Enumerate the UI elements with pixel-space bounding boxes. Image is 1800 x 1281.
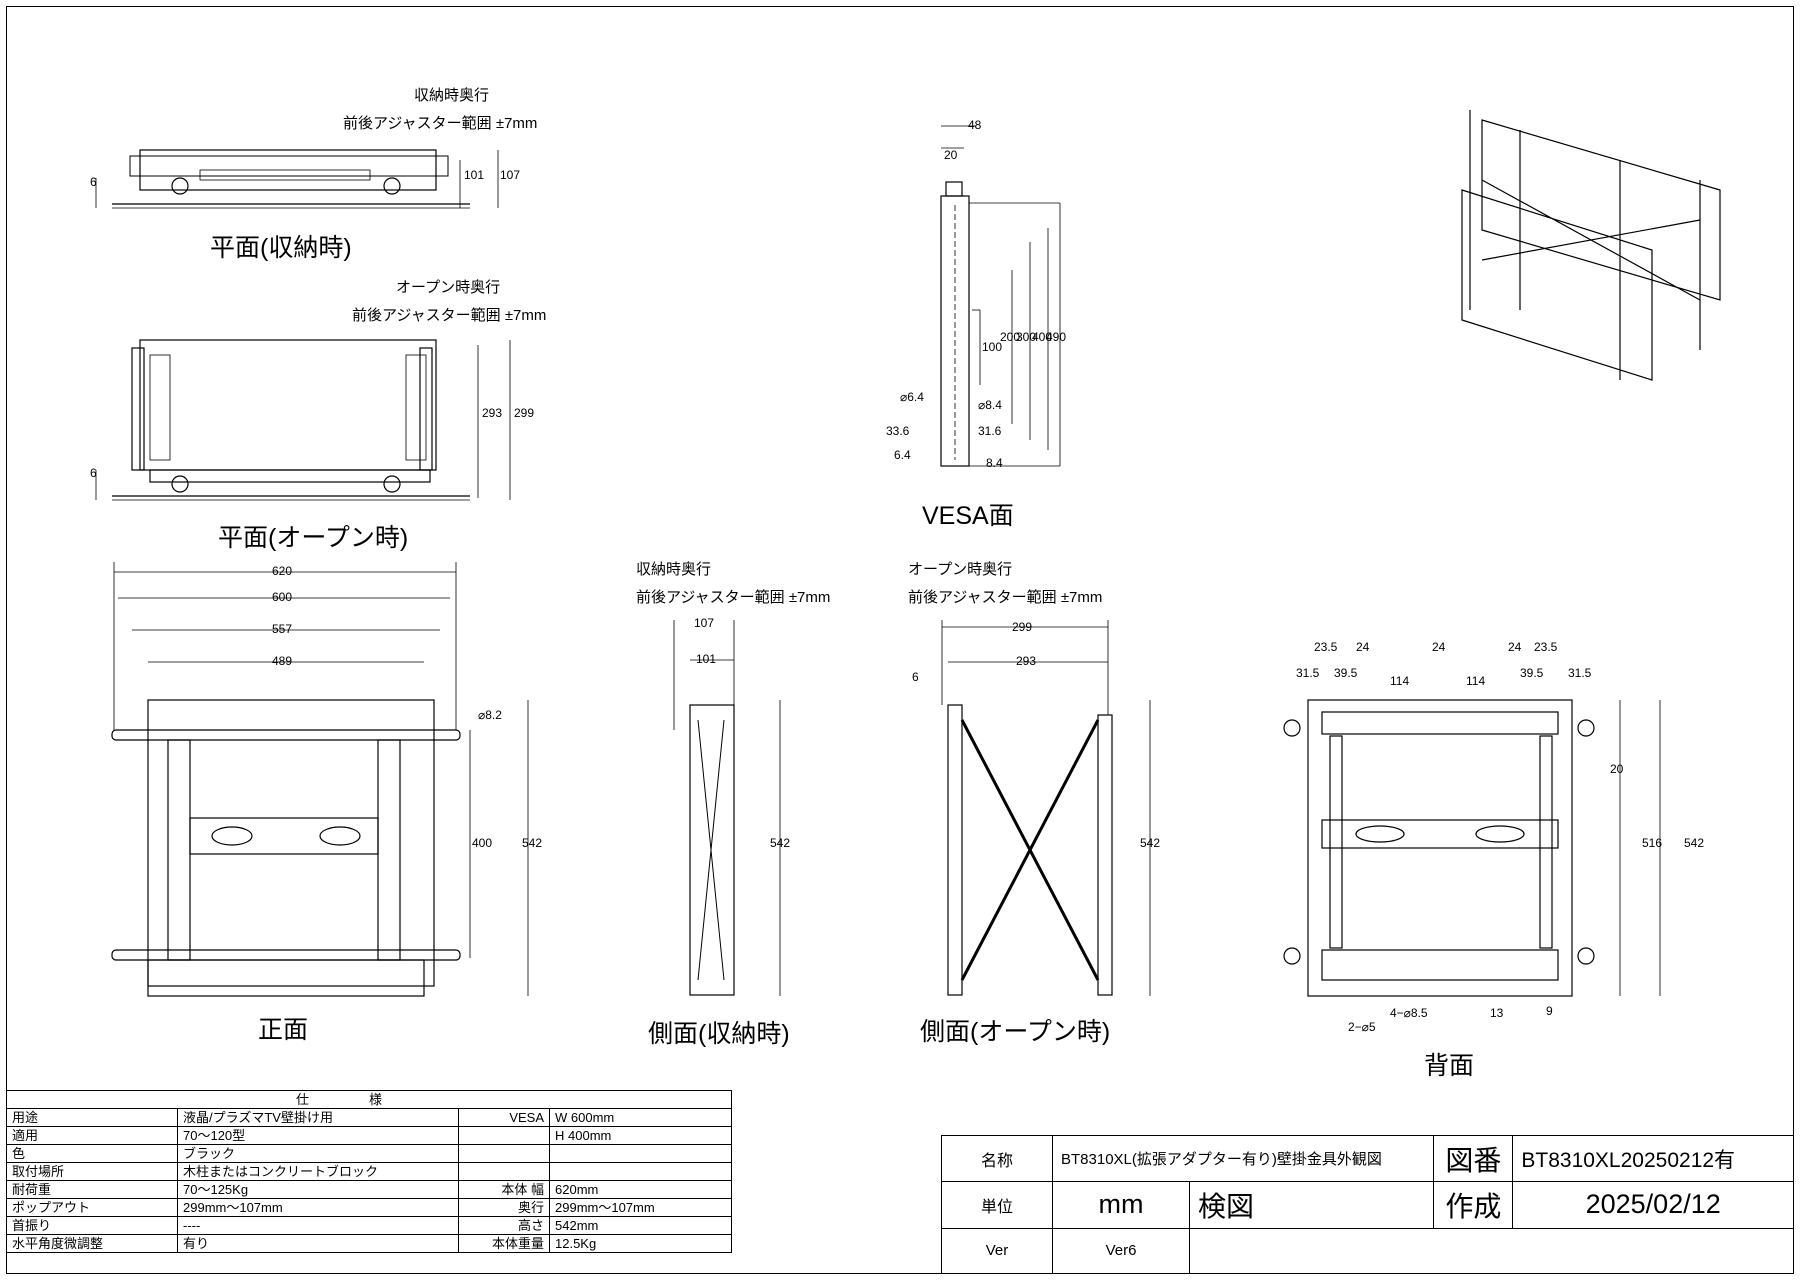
vesa-dim-6-4: 6.4 — [894, 448, 911, 462]
back-dim-542: 542 — [1684, 836, 1705, 850]
back-dim-31-5-right: 31.5 — [1568, 666, 1592, 680]
side-stored-note1: 収納時奥行 — [636, 561, 712, 578]
back-dim-24-left: 24 — [1356, 640, 1370, 654]
side-open-drawing — [941, 620, 1151, 996]
vesa-dim-100: 100 — [982, 340, 1003, 354]
ver-label: Ver — [941, 1227, 1053, 1275]
vesa-dim-hole-8-4: ⌀8.4 — [978, 398, 1002, 412]
back-dim-39-5-right: 39.5 — [1520, 666, 1544, 680]
drawing-frame — [6, 6, 1794, 1274]
plan-stored-note2: 前後アジャスター範囲 ±7mm — [343, 115, 538, 132]
back-dim-516: 516 — [1642, 836, 1663, 850]
side-open-dim-542: 542 — [1140, 836, 1161, 850]
check-label: 検図 — [1188, 1181, 1435, 1229]
plan-open-dim-6: 6 — [90, 466, 97, 480]
isometric-drawing — [1461, 110, 1721, 381]
drawing-no-label: 図番 — [1433, 1134, 1514, 1183]
vesa-dim-490: 490 — [1046, 330, 1067, 344]
back-dim-24-right: 24 — [1508, 640, 1522, 654]
side-stored-note2: 前後アジャスター範囲 ±7mm — [636, 589, 831, 606]
table-row: 色 ブラック — [6, 1144, 732, 1163]
table-row: 耐荷重 70〜125Kg 本体 幅 620mm — [6, 1180, 732, 1199]
back-dim-2-holes: 2−⌀5 — [1348, 1020, 1376, 1034]
vesa-title: VESA面 — [922, 502, 1014, 530]
back-dim-23-5-right: 23.5 — [1534, 640, 1558, 654]
back-dim-4-holes: 4−⌀8.5 — [1390, 1006, 1428, 1020]
back-dim-20: 20 — [1610, 762, 1624, 776]
plan-stored-dim-107: 107 — [500, 168, 521, 182]
plan-open-title: 平面(オープン時) — [218, 524, 409, 552]
vesa-dim-hole-6-4: ⌀6.4 — [900, 390, 924, 404]
created-value: 2025/02/12 — [1512, 1181, 1794, 1229]
unit-label: 単位 — [941, 1181, 1053, 1229]
plan-open-dim-293: 293 — [482, 406, 503, 420]
side-stored-dim-107: 107 — [694, 616, 715, 630]
table-row: 用途 液晶/プラズマTV壁掛け用 VESA W 600mm — [6, 1108, 732, 1127]
back-dim-31-5-left: 31.5 — [1296, 666, 1320, 680]
vesa-drawing — [940, 125, 1061, 467]
vesa-dim-400: 400 — [1032, 330, 1053, 344]
title-block: 名称 BT8310XL(拡張アダプター有り)壁掛金具外観図 図番 BT8310X… — [941, 1134, 1794, 1275]
name-label: 名称 — [941, 1134, 1053, 1183]
vesa-dim-8-4: 8.4 — [986, 456, 1003, 470]
table-row: 適用 70〜120型 H 400mm — [6, 1126, 732, 1145]
front-dim-600: 600 — [272, 590, 293, 604]
side-open-note2: 前後アジャスター範囲 ±7mm — [908, 589, 1103, 606]
plan-stored-title: 平面(収納時) — [210, 234, 352, 262]
table-row: 取付場所 木柱またはコンクリートブロック — [6, 1162, 732, 1181]
front-title: 正面 — [258, 1016, 309, 1044]
spec-table: 仕様 用途 液晶/プラズマTV壁掛け用 VESA W 600mm 適用 70〜1… — [6, 1090, 732, 1253]
vesa-dim-200: 200 — [1000, 330, 1021, 344]
vesa-dim-31-6: 31.6 — [978, 424, 1002, 438]
front-dim-489: 489 — [272, 654, 293, 668]
side-open-note1: オープン時奥行 — [908, 561, 1013, 578]
name-value: BT8310XL(拡張アダプター有り)壁掛金具外観図 — [1051, 1134, 1435, 1183]
vesa-dim-33-6: 33.6 — [886, 424, 910, 438]
side-stored-drawing — [673, 620, 781, 996]
side-stored-dim-542: 542 — [770, 836, 791, 850]
back-dim-39-5-left: 39.5 — [1334, 666, 1358, 680]
side-stored-dim-101: 101 — [696, 652, 717, 666]
empty-cell — [1189, 1227, 1794, 1274]
created-label: 作成 — [1433, 1181, 1514, 1229]
side-open-dim-6: 6 — [912, 670, 919, 684]
plan-stored-drawing — [95, 149, 499, 209]
back-dim-114-right: 114 — [1466, 674, 1486, 688]
plan-open-drawing — [95, 339, 511, 501]
front-drawing — [111, 562, 529, 997]
vesa-dim-48: 48 — [968, 118, 982, 132]
table-row: 首振り ---- 高さ 542mm — [6, 1216, 732, 1235]
plan-open-dim-299: 299 — [514, 406, 535, 420]
back-drawing — [1283, 699, 1661, 997]
side-open-dim-299: 299 — [1012, 620, 1033, 634]
vesa-dim-300: 300 — [1016, 330, 1037, 344]
drawing-no-value: BT8310XL20250212有 — [1512, 1134, 1794, 1183]
front-dim-hole-8-2: ⌀8.2 — [478, 708, 502, 722]
back-dim-13: 13 — [1490, 1006, 1504, 1020]
front-dim-400: 400 — [472, 836, 493, 850]
side-open-title: 側面(オープン時) — [920, 1018, 1111, 1046]
front-dim-620: 620 — [272, 564, 293, 578]
spec-header: 仕様 — [6, 1090, 732, 1109]
plan-stored-dim-101: 101 — [464, 168, 485, 182]
back-dim-9: 9 — [1546, 1004, 1553, 1018]
front-dim-557: 557 — [272, 622, 293, 636]
side-stored-title: 側面(収納時) — [648, 1020, 790, 1048]
table-row: ポップアウト 299mm〜107mm 奥行 299mm〜107mm — [6, 1198, 732, 1217]
plan-open-note1: オープン時奥行 — [396, 279, 501, 296]
vesa-dim-20: 20 — [944, 148, 958, 162]
back-title: 背面 — [1424, 1052, 1475, 1080]
plan-stored-dim-6: 6 — [90, 175, 97, 189]
side-open-dim-293: 293 — [1016, 654, 1037, 668]
front-dim-542: 542 — [522, 836, 543, 850]
ver-value: Ver6 — [1052, 1227, 1190, 1275]
unit-value: mm — [1052, 1181, 1190, 1229]
plan-stored-note1: 収納時奥行 — [414, 87, 490, 104]
table-row: 水平角度微調整 有り 本体重量 12.5Kg — [6, 1234, 732, 1253]
back-dim-114-left: 114 — [1390, 674, 1410, 688]
back-dim-24-center: 24 — [1432, 640, 1446, 654]
plan-open-note2: 前後アジャスター範囲 ±7mm — [352, 307, 547, 324]
back-dim-23-5-left: 23.5 — [1314, 640, 1338, 654]
